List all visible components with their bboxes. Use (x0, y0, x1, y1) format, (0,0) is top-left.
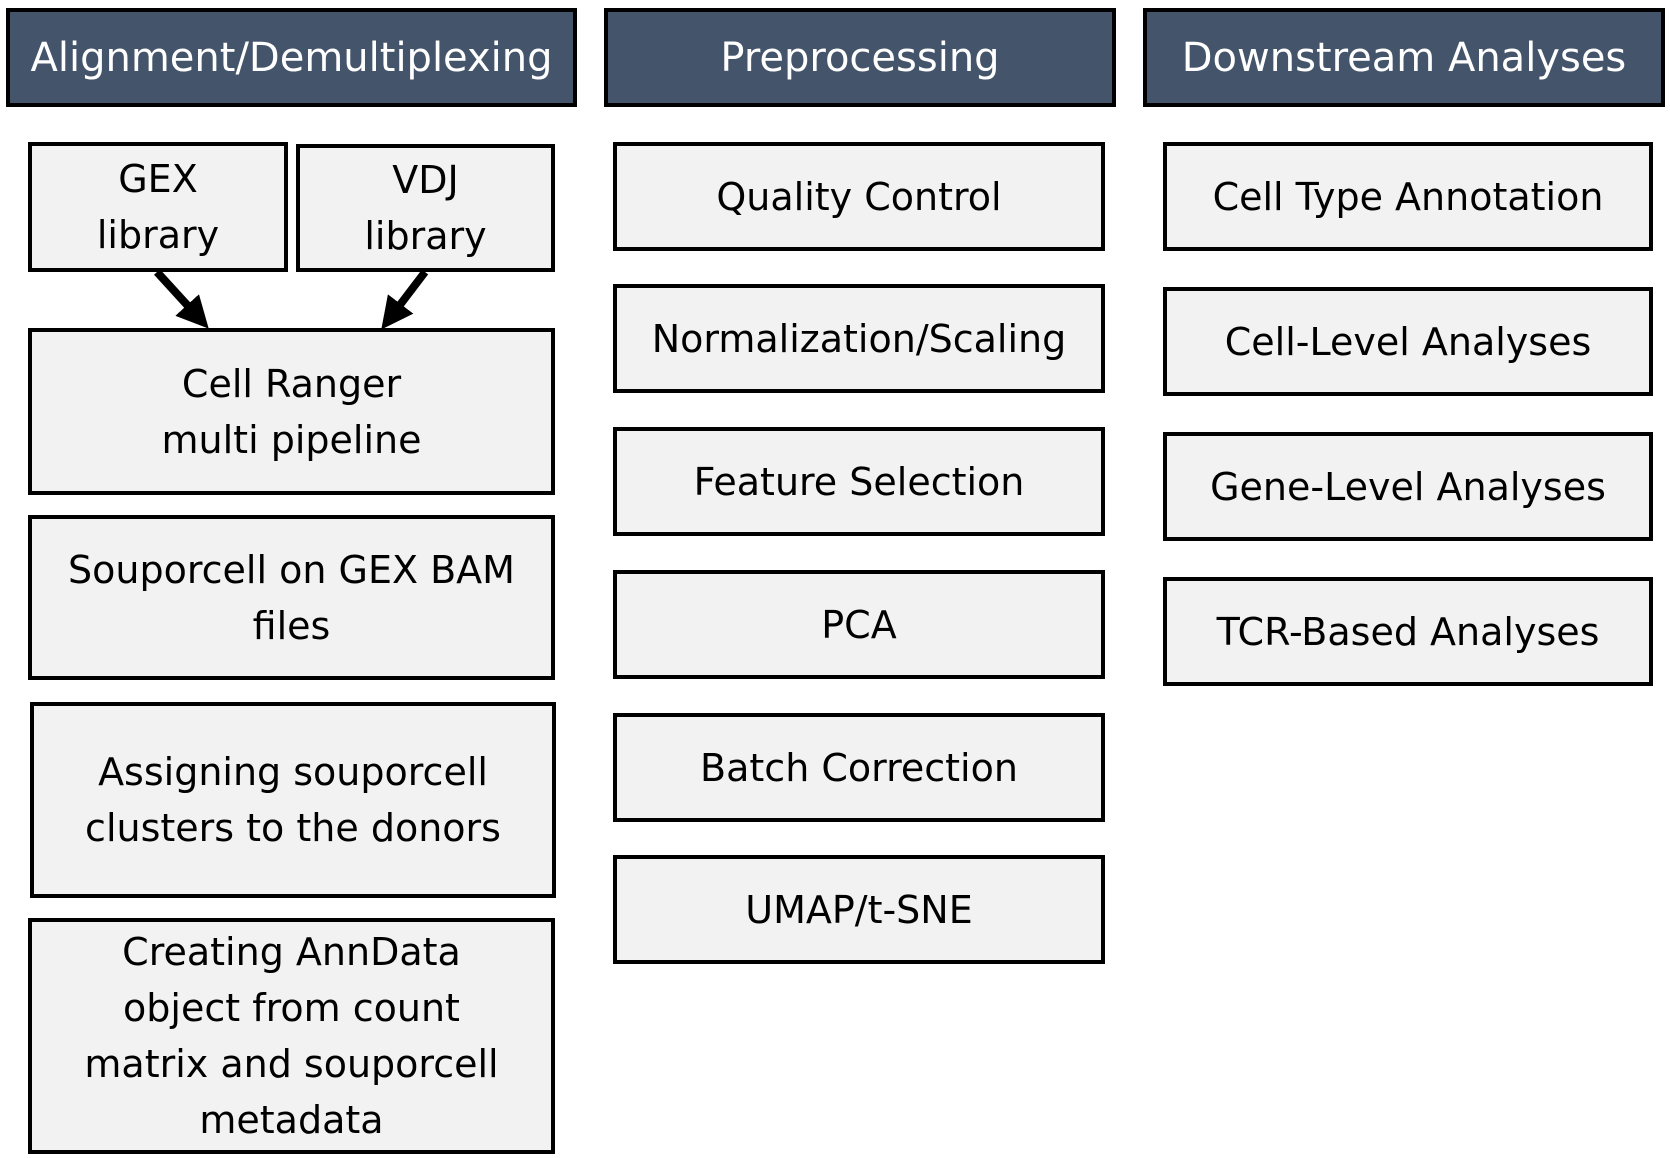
alignment-demultiplexing-header: Alignment/Demultiplexing (6, 8, 577, 107)
cell-level-analyses-box: Cell-Level Analyses (1163, 287, 1653, 396)
umap-tsne-box: UMAP/t-SNE (613, 855, 1105, 964)
batch-correction-box: Batch Correction (613, 713, 1105, 822)
cell-type-annotation-box: Cell Type Annotation (1163, 142, 1653, 251)
cell-ranger-box: Cell Ranger multi pipeline (28, 328, 555, 495)
gex-library-box: GEX library (28, 142, 288, 272)
quality-control-box: Quality Control (613, 142, 1105, 251)
vdj-to-cellranger-arrow (381, 269, 429, 330)
feature-selection-box: Feature Selection (613, 427, 1105, 536)
gex-to-cellranger-arrow (154, 269, 209, 329)
assign-clusters-box: Assigning souporcell clusters to the don… (30, 702, 556, 898)
anndata-box: Creating AnnData object from count matri… (28, 918, 555, 1154)
gene-level-analyses-box: Gene-Level Analyses (1163, 432, 1653, 541)
souporcell-box: Souporcell on GEX BAM files (28, 515, 555, 680)
preprocessing-header: Preprocessing (604, 8, 1116, 107)
vdj-library-box: VDJ library (296, 144, 555, 272)
downstream-analyses-header: Downstream Analyses (1143, 8, 1665, 107)
normalization-scaling-box: Normalization/Scaling (613, 284, 1105, 393)
tcr-based-analyses-box: TCR-Based Analyses (1163, 577, 1653, 686)
pca-box: PCA (613, 570, 1105, 679)
